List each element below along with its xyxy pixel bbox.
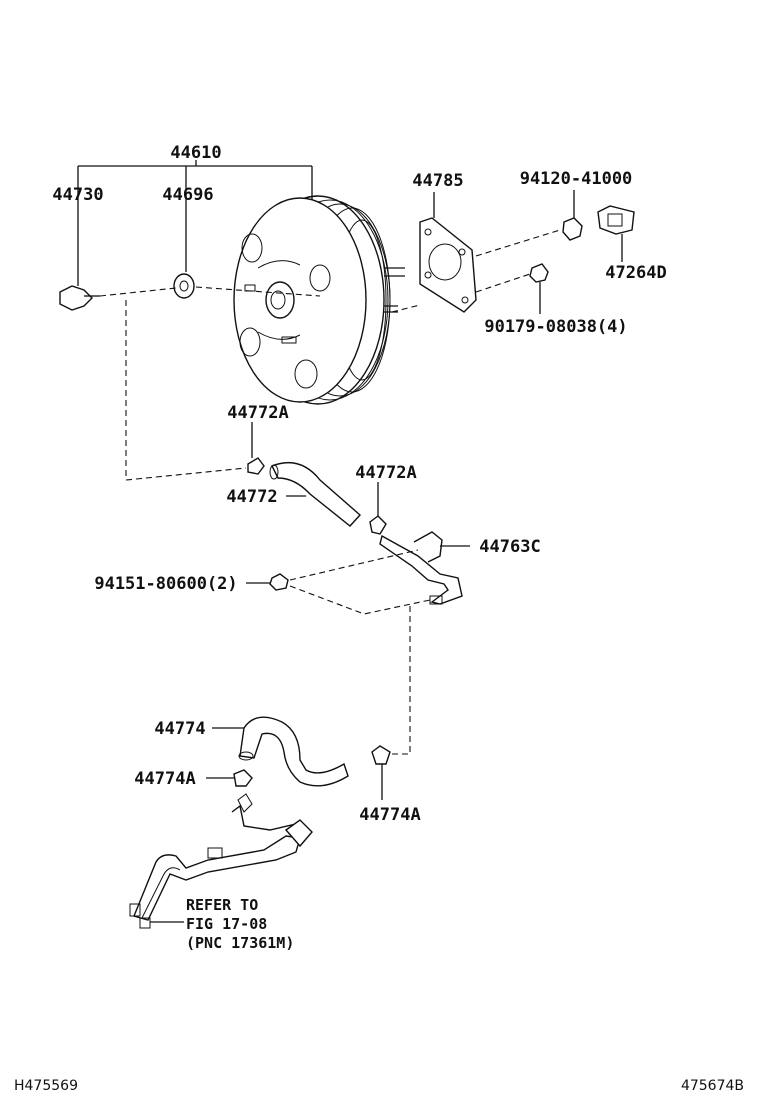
clip-44774A-right[interactable] xyxy=(371,745,391,765)
hose-44774[interactable] xyxy=(238,716,349,787)
bracket-47264D[interactable] xyxy=(597,205,635,235)
label-44763C: 44763C xyxy=(479,537,540,557)
footer-right-id: 475674B xyxy=(681,1078,744,1094)
bolt-94151-80600[interactable] xyxy=(269,573,289,591)
hose-44772[interactable] xyxy=(269,462,361,527)
label-44774: 44774 xyxy=(154,719,205,739)
clip-44772A-right[interactable] xyxy=(369,515,387,535)
dash-gasket-nut-lower xyxy=(475,273,531,293)
dash-pin-to-booster xyxy=(99,286,321,297)
dash-gasket-nut-top xyxy=(475,229,561,257)
dash-pipe-to-lower-clip xyxy=(390,606,411,755)
pin-44730[interactable] xyxy=(59,285,100,311)
label-refer-line1: REFER TO xyxy=(186,896,258,914)
dash-pin-to-hose xyxy=(125,300,247,481)
clip-44774A-left[interactable] xyxy=(233,769,253,787)
label-refer-line2: FIG 17-08 xyxy=(186,915,267,933)
label-47264D: 47264D xyxy=(605,263,666,283)
label-44610: 44610 xyxy=(170,143,221,163)
nut-94120-41000[interactable] xyxy=(562,217,583,241)
clip-44772A-upper[interactable] xyxy=(247,457,265,475)
leader-44610-bracket xyxy=(77,160,313,286)
footer-left-id: H475569 xyxy=(14,1078,78,1094)
label-90179-08038: 90179-08038(4) xyxy=(484,317,627,337)
label-44772A-right: 44772A xyxy=(355,463,416,483)
brake-booster-body[interactable] xyxy=(233,195,405,405)
gasket-44785[interactable] xyxy=(419,217,477,313)
label-refer-line3: (PNC 17361M) xyxy=(186,934,294,952)
dash-bolt-to-pipe xyxy=(289,549,431,615)
label-44774A-right: 44774A xyxy=(359,805,420,825)
label-94120-41000: 94120-41000 xyxy=(520,169,633,189)
label-44730: 44730 xyxy=(52,185,103,205)
label-44772A-upper: 44772A xyxy=(227,403,288,423)
pipe-44763C[interactable] xyxy=(379,531,463,605)
vacuum-pipe-assembly-17361M[interactable] xyxy=(129,793,313,929)
nut-90179-08038[interactable] xyxy=(529,263,549,283)
label-44785: 44785 xyxy=(412,171,463,191)
label-44772: 44772 xyxy=(226,487,277,507)
label-44696: 44696 xyxy=(162,185,213,205)
label-94151-80600: 94151-80600(2) xyxy=(94,574,237,594)
label-44774A-left: 44774A xyxy=(134,769,195,789)
dash-stud-lower xyxy=(391,304,421,313)
grommet-44696[interactable] xyxy=(173,273,195,299)
